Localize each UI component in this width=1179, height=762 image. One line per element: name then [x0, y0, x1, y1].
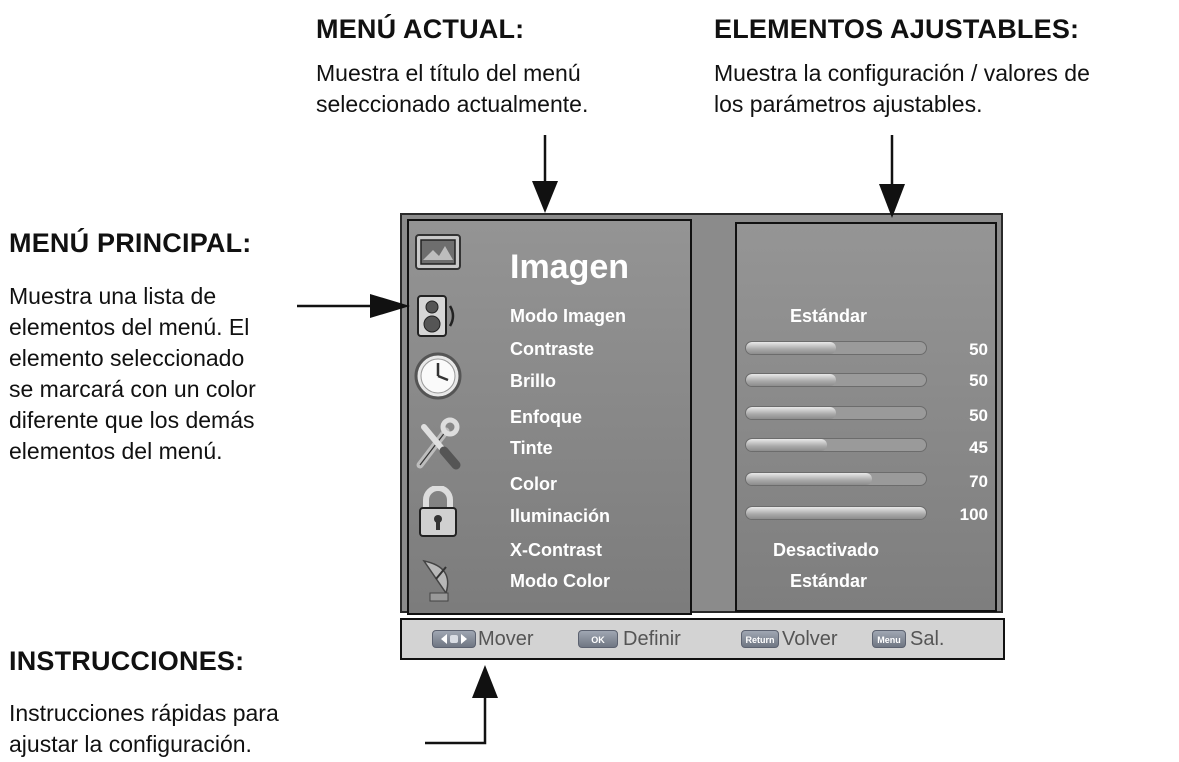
menu-item-modo-imagen[interactable]: Modo Imagen: [510, 306, 626, 326]
contraste-value: 50: [969, 340, 988, 359]
enfoque-slider[interactable]: [745, 406, 927, 420]
return-key-icon: Return: [741, 630, 779, 648]
modo-color-value[interactable]: Estándar: [790, 571, 868, 591]
current-menu-annotation-text: Muestra el título del menú seleccionado …: [316, 60, 589, 117]
menu-item-tinte[interactable]: Tinte: [510, 438, 553, 458]
adjustable-annotation-title: ELEMENTOS AJUSTABLES:: [714, 14, 1080, 44]
menu-title: Imagen: [510, 248, 630, 286]
current-menu-annotation-title: MENÚ ACTUAL:: [316, 14, 525, 44]
define-instruction: Definir: [623, 628, 681, 650]
instructions-arrow-head: [472, 665, 498, 698]
arrows-icon: [432, 630, 476, 648]
tools-icon[interactable]: [414, 417, 462, 470]
menu-item-x-contrast[interactable]: X-Contrast: [510, 540, 603, 560]
menu-item-iluminacion[interactable]: Iluminación: [510, 506, 611, 526]
menu-item-contraste[interactable]: Contraste: [510, 339, 595, 359]
modo-imagen-value[interactable]: Estándar: [790, 306, 868, 326]
audio-icon[interactable]: [414, 292, 462, 340]
exit-instruction: Sal.: [910, 628, 945, 650]
picture-icon[interactable]: [414, 228, 462, 276]
main-menu-arrow-head: [370, 294, 410, 318]
instructions-annotation-title: INSTRUCCIONES:: [9, 646, 245, 676]
adjustable-arrow-head: [879, 184, 905, 218]
x-contrast-value[interactable]: Desactivado: [773, 540, 880, 560]
adjustable-annotation-text: Muestra la configuración / valores de lo…: [714, 60, 1090, 117]
menu-item-color[interactable]: Color: [510, 474, 557, 494]
main-menu-annotation-title: MENÚ PRINCIPAL:: [9, 228, 252, 258]
menu-item-brillo[interactable]: Brillo: [510, 371, 557, 391]
instructions-annotation-text: Instrucciones rápidas para ajustar la co…: [9, 700, 279, 757]
tinte-value: 45: [969, 438, 988, 457]
color-value: 70: [969, 472, 988, 491]
clock-icon[interactable]: [414, 352, 462, 400]
color-slider[interactable]: [745, 472, 927, 486]
main-menu-panel: [407, 219, 692, 615]
back-instruction: Volver: [782, 628, 838, 650]
lock-icon[interactable]: [414, 486, 462, 537]
main-menu-annotation-text: Muestra una lista de elementos del menú.…: [9, 283, 256, 464]
contraste-slider[interactable]: [745, 341, 927, 355]
instructions-arrow-line: [425, 696, 487, 745]
iluminacion-slider[interactable]: [745, 506, 927, 520]
move-instruction: Mover: [478, 628, 534, 650]
current-menu-arrow-head: [532, 181, 558, 213]
ok-key-icon: OK: [578, 630, 618, 648]
menu-item-enfoque[interactable]: Enfoque: [510, 407, 582, 427]
tinte-slider[interactable]: [745, 438, 927, 452]
menu-item-modo-color[interactable]: Modo Color: [510, 571, 610, 591]
enfoque-value: 50: [969, 406, 988, 425]
iluminacion-value: 100: [959, 505, 988, 524]
brillo-slider[interactable]: [745, 373, 927, 387]
satellite-icon[interactable]: [414, 554, 462, 602]
brillo-value: 50: [969, 371, 988, 390]
menu-key-icon: Menu: [872, 630, 906, 648]
